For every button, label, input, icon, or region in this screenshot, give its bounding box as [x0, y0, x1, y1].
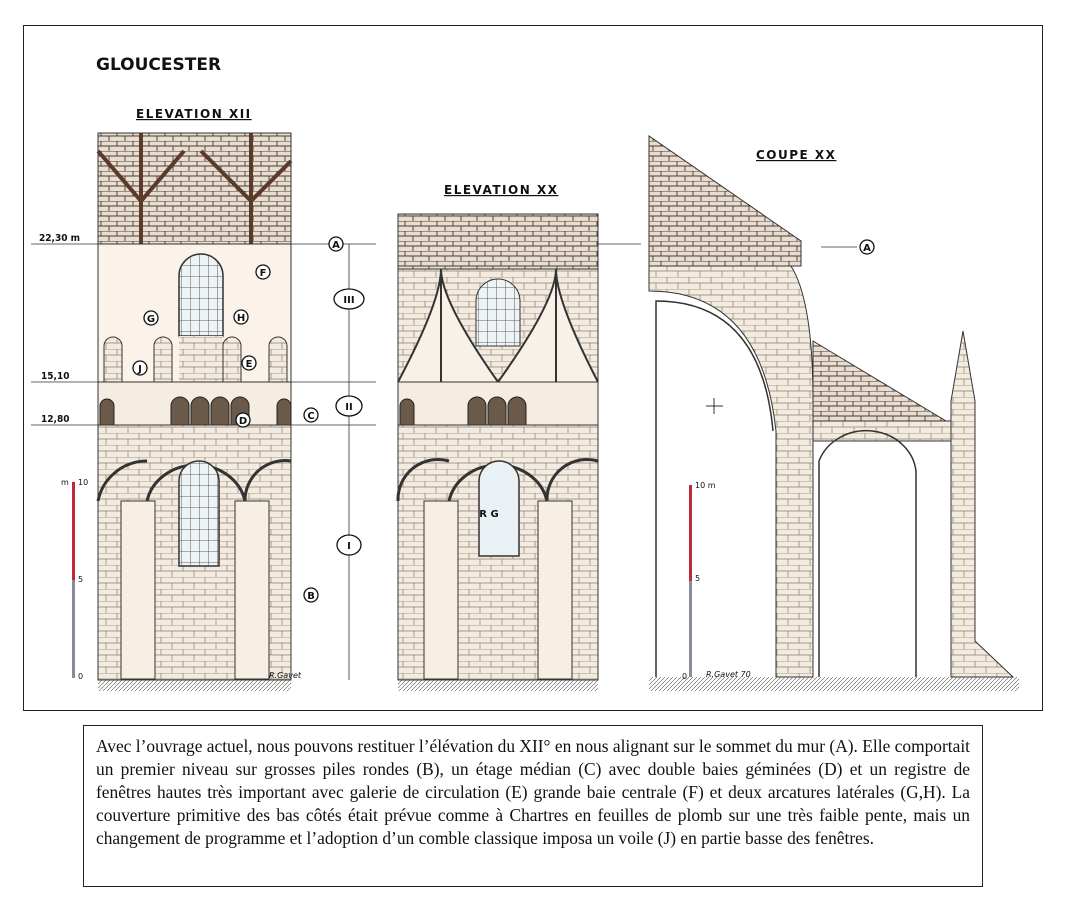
scale-bar-left: m 10 5 0 [61, 478, 88, 681]
tier-ii-marker: II [335, 395, 363, 417]
marker-a-coupe: A [859, 239, 875, 255]
marker-b: B [303, 587, 319, 603]
svg-text:A: A [863, 243, 871, 254]
tier-iii-marker: III [333, 288, 365, 310]
svg-text:m: m [61, 478, 69, 487]
svg-text:E: E [246, 359, 253, 370]
elevation-xx-label: ELEVATION XX [444, 183, 558, 197]
svg-text:A: A [332, 240, 340, 251]
marker-j: J [132, 360, 148, 376]
level-15-10: 15,10 [41, 371, 69, 382]
coupe-xx-drawing [648, 135, 1019, 691]
svg-text:B: B [307, 591, 315, 602]
svg-text:III: III [343, 295, 354, 306]
marker-d: D [235, 412, 251, 428]
svg-text:0: 0 [78, 672, 83, 681]
svg-text:5: 5 [78, 575, 83, 584]
svg-text:10: 10 [78, 478, 88, 487]
svg-text:C: C [307, 411, 314, 422]
elevation-xii-label: ELEVATION XII [136, 107, 252, 121]
svg-text:I: I [347, 541, 351, 552]
plate-title: GLOUCESTER [96, 55, 221, 75]
svg-text:10 m: 10 m [695, 481, 716, 490]
caption-text: Avec l’ouvrage actuel, nous pouvons rest… [96, 736, 970, 848]
marker-f: F [255, 264, 271, 280]
marker-g: G [143, 310, 159, 326]
elevation-drawings: GLOUCESTER ELEVATION XII ELEVATION XX CO… [31, 55, 1019, 691]
svg-text:D: D [239, 416, 247, 427]
signature-right: R.Gavet 70 [706, 670, 751, 679]
marker-h: H [233, 309, 249, 325]
architectural-plate: GLOUCESTER ELEVATION XII ELEVATION XX CO… [23, 25, 1043, 711]
svg-text:F: F [260, 268, 267, 279]
signature-left: R.Gavet [269, 671, 302, 680]
svg-text:5: 5 [695, 574, 700, 583]
scale-bar-right: 10 m 5 0 [682, 481, 716, 681]
level-12-80: 12,80 [41, 414, 69, 425]
window-letters: R G [479, 509, 498, 520]
svg-text:G: G [147, 314, 155, 325]
svg-text:J: J [137, 364, 142, 375]
coupe-xx-label: COUPE XX [756, 148, 836, 162]
caption-box: Avec l’ouvrage actuel, nous pouvons rest… [83, 725, 983, 887]
level-lines [31, 243, 857, 680]
marker-c: C [303, 407, 319, 423]
svg-text:0: 0 [682, 672, 687, 681]
marker-e: E [241, 355, 257, 371]
marker-a: A [328, 236, 344, 252]
svg-text:H: H [237, 313, 245, 324]
svg-text:II: II [345, 402, 352, 413]
tier-i-marker: I [336, 534, 362, 556]
elevation-xx-drawing: R G [396, 213, 599, 691]
elevation-xii-drawing [96, 132, 293, 691]
level-22-30: 22,30 m [39, 233, 80, 244]
